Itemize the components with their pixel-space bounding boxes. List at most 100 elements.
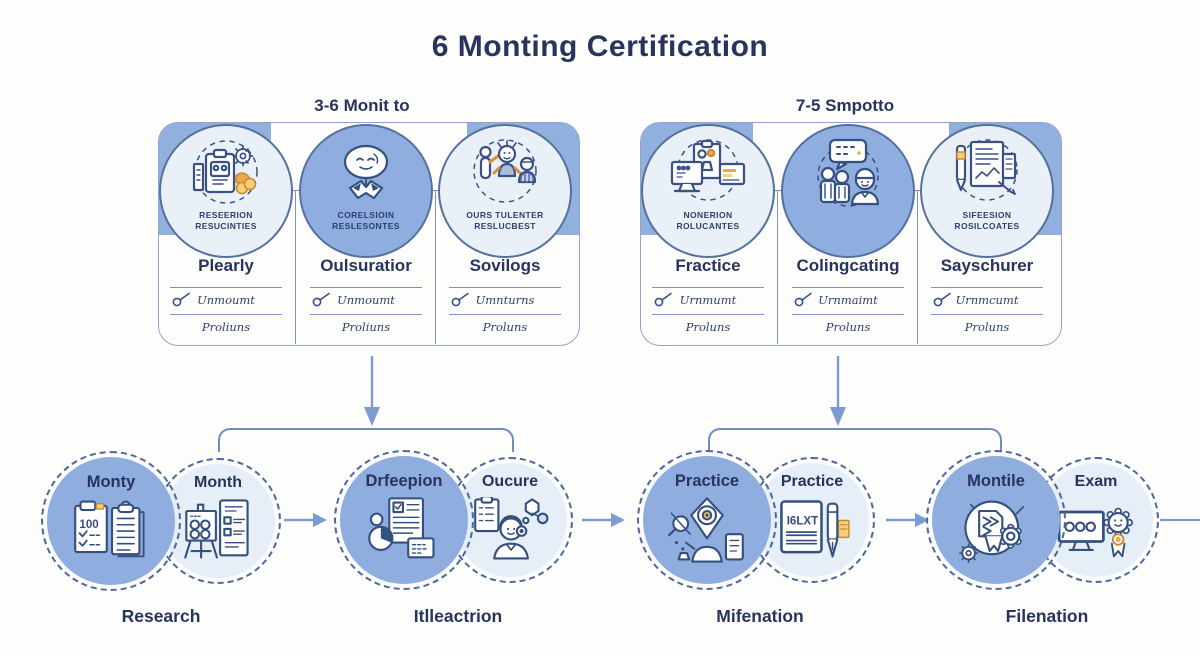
rule bbox=[310, 287, 422, 288]
column-title: Sayschurer bbox=[940, 256, 1034, 275]
column-divider bbox=[295, 191, 296, 344]
rule bbox=[449, 314, 561, 315]
column-title: Sovilogs bbox=[469, 256, 541, 275]
sub-item: Proliuns bbox=[341, 320, 391, 334]
group-1-header: 3-6 Monit to bbox=[314, 96, 410, 115]
rule bbox=[310, 314, 422, 315]
check-item-label: Urnmumt bbox=[679, 293, 737, 307]
flow-circle-practice-blue: Practice bbox=[637, 450, 777, 590]
flow-step-label: Mifenation bbox=[716, 606, 804, 626]
group-2-header: 7-5 Smpotto bbox=[795, 96, 895, 115]
check-item-label: Unmoumt bbox=[197, 293, 255, 307]
researcher-icon bbox=[474, 497, 549, 560]
analysis-documents-icon bbox=[368, 497, 435, 559]
check-icon bbox=[933, 292, 951, 307]
flow-circle-monty: Monty 100 bbox=[41, 451, 181, 591]
check-item-label: Unmoumt bbox=[337, 293, 395, 307]
column-title: Oulsuratior bbox=[320, 256, 412, 275]
easel-panel-icon bbox=[184, 499, 249, 559]
person-avatar-icon bbox=[343, 144, 389, 200]
sub-item: Proluns bbox=[964, 320, 1010, 334]
right-arrow bbox=[886, 513, 929, 527]
focus-person-icon bbox=[667, 497, 744, 563]
conversation-circle bbox=[781, 124, 915, 258]
flow-step-label: Filenation bbox=[1005, 606, 1089, 626]
tutor-people-icon bbox=[473, 139, 537, 203]
column-divider bbox=[917, 191, 918, 344]
branch-bracket bbox=[708, 428, 1002, 452]
rule bbox=[652, 314, 764, 315]
rule bbox=[931, 287, 1043, 288]
check-row: Urnmcumt bbox=[931, 289, 1043, 311]
flow-circle-title: Exam bbox=[1074, 473, 1118, 490]
check-icon bbox=[451, 292, 469, 307]
flow-circle-title: Practice bbox=[780, 473, 844, 490]
flow-circle-title: Montile bbox=[967, 472, 1025, 490]
test-document-pen-icon: I6LXT bbox=[780, 500, 850, 558]
sub-item: Proluns bbox=[825, 320, 871, 334]
check-icon bbox=[654, 292, 672, 307]
check-item-label: Urnmcumt bbox=[955, 293, 1019, 307]
rule bbox=[652, 287, 764, 288]
flow-circle-title: Drfeepion bbox=[365, 472, 443, 490]
column-title: Fractice bbox=[675, 256, 741, 275]
check-row: Umnturns bbox=[449, 289, 561, 311]
down-arrow bbox=[830, 356, 846, 426]
check-icon bbox=[794, 292, 812, 307]
sub-item: Proluns bbox=[685, 320, 731, 334]
right-arrow bbox=[284, 513, 327, 527]
certificate-badge-icon bbox=[958, 500, 1025, 563]
branch-bracket bbox=[218, 428, 514, 452]
score-book-icon: 100 bbox=[74, 500, 145, 558]
research-resources-icon bbox=[192, 140, 258, 204]
flow-circle-exam: Exam bbox=[1033, 457, 1159, 583]
page-title: 6 Monting Certification bbox=[431, 30, 769, 63]
flow-circle-montile: Montile bbox=[926, 450, 1066, 590]
right-arrow bbox=[582, 513, 625, 527]
check-row: Unmoumt bbox=[310, 289, 422, 311]
column-divider bbox=[777, 191, 778, 344]
rule bbox=[931, 314, 1043, 315]
check-icon bbox=[172, 292, 190, 307]
column-title: Plearly bbox=[198, 256, 254, 275]
check-row: Unmoumt bbox=[170, 289, 282, 311]
flow-step-label: Research bbox=[121, 606, 201, 626]
column-title: Colingcating bbox=[796, 256, 900, 275]
flow-circle-title: Monty bbox=[86, 473, 136, 491]
rule bbox=[792, 314, 904, 315]
check-row: Urnmumt bbox=[652, 289, 764, 311]
rule bbox=[792, 287, 904, 288]
trailing-line bbox=[1160, 518, 1200, 522]
flow-circle-title: Month bbox=[194, 474, 242, 491]
report-pen-icon bbox=[955, 139, 1018, 201]
score-text: 100 bbox=[79, 519, 98, 531]
down-arrow bbox=[364, 356, 380, 426]
flow-circle-title: Practice bbox=[674, 472, 740, 490]
doc-text: I6LXT bbox=[787, 516, 819, 528]
rule bbox=[449, 287, 561, 288]
online-resources-icon bbox=[670, 139, 746, 201]
conversation-icon bbox=[817, 138, 880, 207]
check-row: Urnmaimt bbox=[792, 289, 904, 311]
flow-step-label: Itlleactrion bbox=[413, 606, 503, 626]
flow-circle-drfeepion: Drfeepion bbox=[334, 450, 474, 590]
sub-item: Proliuns bbox=[201, 320, 251, 334]
exam-monitor-badge-icon bbox=[1057, 507, 1133, 558]
flow-circle-title: Oucure bbox=[481, 473, 538, 490]
check-item-label: Urnmaimt bbox=[818, 293, 878, 307]
rule bbox=[170, 314, 282, 315]
sub-item: Proluns bbox=[482, 320, 528, 334]
